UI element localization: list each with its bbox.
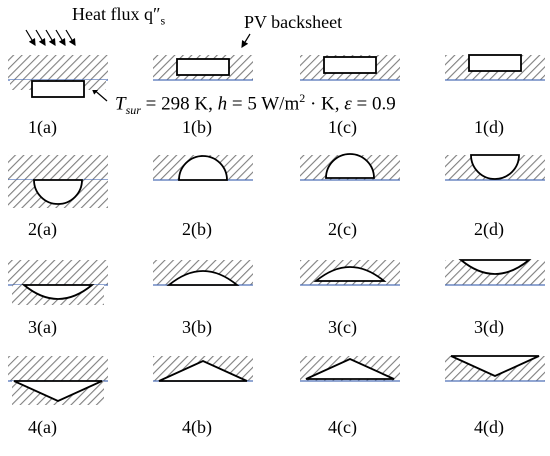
panel-2a-inclusion — [33, 179, 83, 205]
caption-2a: 2(a) — [28, 219, 57, 239]
panel-2b-inclusion — [178, 155, 228, 181]
panel-1a — [8, 55, 108, 98]
caption-1b: 1(b) — [182, 117, 212, 137]
caption-1d: 1(d) — [474, 117, 504, 137]
panel-1b-inclusion — [176, 58, 230, 76]
panel-2a-backsheet — [8, 155, 108, 180]
panel-1c-inclusion — [323, 56, 377, 74]
caption-4b: 4(b) — [182, 417, 212, 437]
backsheet-pointer-arrow — [241, 33, 251, 49]
panel-4a-backsheet — [8, 356, 108, 381]
caption-4a: 4(a) — [28, 417, 57, 437]
panel-4a — [8, 356, 108, 405]
panel-4b — [153, 356, 253, 382]
panel-1d-inclusion — [468, 54, 522, 72]
caption-2b: 2(b) — [182, 219, 212, 239]
caption-1c: 1(c) — [328, 117, 357, 137]
caption-1a: 1(a) — [28, 117, 57, 137]
boundary-conditions: Tsur = 298 K, h = 5 W/m2 · K, ε = 0.9 — [115, 91, 396, 118]
panel-4b-inclusion — [158, 360, 248, 382]
panel-2d — [445, 154, 545, 181]
panel-3d — [445, 259, 545, 286]
panel-1d — [445, 54, 545, 81]
panel-1b — [153, 55, 253, 81]
panel-3d-inclusion — [458, 259, 532, 275]
caption-3a: 3(a) — [28, 317, 57, 337]
backsheet-label: PV backsheet — [244, 12, 343, 32]
caption-4c: 4(c) — [328, 417, 357, 437]
panel-2c — [300, 153, 400, 181]
panel-1a-backsheet — [8, 55, 108, 80]
panel-2d-inclusion — [470, 154, 520, 180]
panel-4c — [300, 356, 400, 382]
panel-2b — [153, 155, 253, 181]
panel-1a-inclusion — [31, 80, 85, 98]
heat-flux-arrows — [25, 29, 76, 47]
panel-3a-backsheet — [8, 260, 108, 285]
caption-2d: 2(d) — [474, 219, 504, 239]
panel-4d — [445, 355, 545, 382]
panel-4a-inclusion — [13, 380, 103, 402]
caption-2c: 2(c) — [328, 219, 357, 239]
panel-3b-inclusion — [166, 270, 240, 286]
panel-2c-inclusion — [325, 153, 375, 179]
panel-2a — [8, 155, 108, 208]
panel-4c-inclusion — [305, 358, 395, 380]
panel-4d-inclusion — [450, 355, 540, 377]
caption-3b: 3(b) — [182, 317, 212, 337]
panel-3a-inclusion — [21, 284, 95, 300]
caption-3c: 3(c) — [328, 317, 357, 337]
ambient-pointer-arrow — [91, 87, 108, 102]
panel-3a — [8, 260, 108, 305]
caption-4d: 4(d) — [474, 417, 504, 437]
panel-1c — [300, 55, 400, 81]
panel-3b — [153, 260, 253, 286]
panel-3c — [300, 260, 400, 286]
caption-3d: 3(d) — [474, 317, 504, 337]
heat-flux-label: Heat flux q″s — [72, 4, 166, 28]
panel-3c-inclusion — [313, 266, 387, 282]
